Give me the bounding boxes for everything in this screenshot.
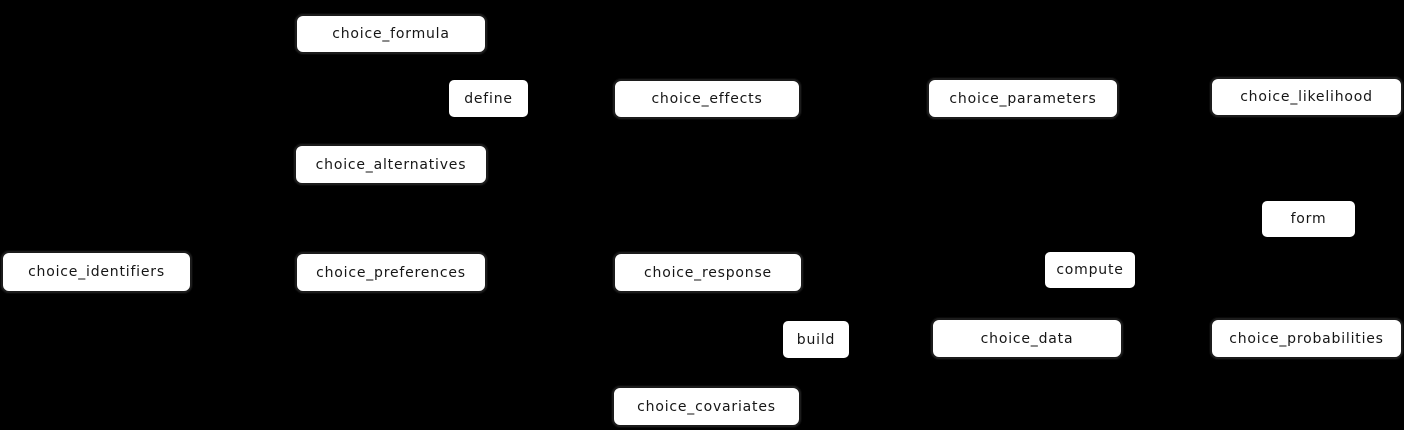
- diagram-node-choice_covariates: choice_covariates: [612, 386, 801, 427]
- diagram-node-choice_probabilities: choice_probabilities: [1210, 318, 1403, 359]
- diagram-node-choice_likelihood: choice_likelihood: [1210, 77, 1403, 117]
- diagram-node-choice_response: choice_response: [613, 252, 803, 293]
- diagram-node-choice_preferences: choice_preferences: [295, 252, 487, 293]
- edge-label-define: define: [449, 80, 528, 117]
- diagram-node-choice_identifiers: choice_identifiers: [1, 251, 192, 293]
- edge-label-form: form: [1262, 201, 1355, 237]
- diagram-node-choice_effects: choice_effects: [613, 79, 801, 119]
- diagram-node-choice_data: choice_data: [931, 318, 1123, 359]
- edge-label-build: build: [783, 321, 849, 358]
- diagram-node-choice_parameters: choice_parameters: [927, 78, 1119, 119]
- diagram-node-choice_alternatives: choice_alternatives: [294, 144, 488, 185]
- diagram-node-choice_formula: choice_formula: [295, 14, 487, 54]
- edge-label-compute: compute: [1045, 252, 1135, 288]
